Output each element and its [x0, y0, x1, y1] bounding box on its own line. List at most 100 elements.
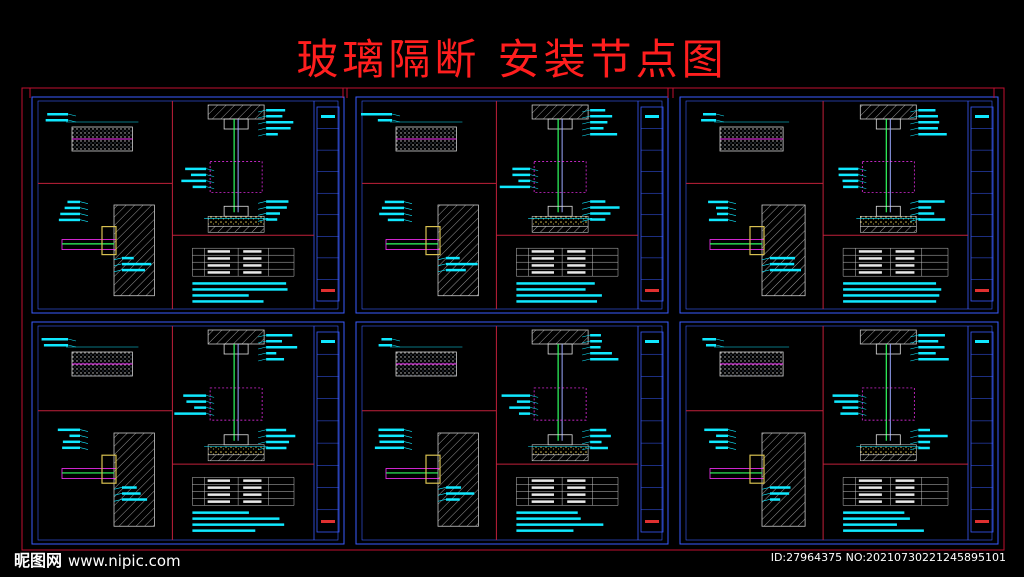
dimension-box — [209, 387, 263, 421]
note-line — [192, 511, 249, 514]
annotation-label — [715, 446, 728, 450]
annotation-label — [374, 446, 404, 450]
sheet-border — [679, 96, 999, 314]
annotation-label — [512, 167, 531, 171]
title-block-text — [645, 115, 659, 118]
table-cell — [567, 257, 586, 260]
sheet-border — [31, 96, 345, 314]
annotation-label — [590, 121, 608, 124]
annotation-label — [834, 400, 859, 403]
annotation-label — [918, 334, 945, 337]
leader-line — [727, 435, 737, 438]
annotation-label — [770, 486, 791, 489]
leader-line — [858, 395, 867, 398]
bottom-channel — [547, 434, 573, 446]
annotation-label — [381, 338, 392, 341]
annotation-label — [266, 218, 278, 221]
annotation-label — [840, 412, 859, 415]
annotation-label — [918, 440, 931, 444]
leader-line — [715, 113, 725, 117]
leader-line — [910, 218, 919, 222]
bottom-channel — [547, 205, 573, 217]
sheet-inner-border — [37, 100, 339, 310]
sheet-border — [355, 96, 669, 314]
leader-line — [727, 429, 737, 432]
annotation-label — [446, 262, 478, 266]
annotation-label — [266, 434, 296, 438]
floor-finish — [531, 215, 589, 227]
leader-line — [258, 200, 267, 204]
annotation-label — [708, 200, 728, 204]
leader-line — [258, 121, 267, 125]
annotation-label — [122, 492, 141, 495]
annotation-label — [843, 185, 859, 189]
annotation-label — [379, 212, 404, 216]
leader-line — [258, 340, 267, 344]
table-cell — [531, 271, 554, 274]
annotation-label — [190, 173, 207, 177]
leader-line — [258, 429, 267, 433]
table-cell — [895, 257, 915, 260]
dimension-box — [533, 387, 587, 421]
annotation-label — [590, 200, 606, 203]
leader-line — [206, 180, 215, 183]
leader-line — [761, 269, 771, 273]
note-line — [192, 282, 287, 285]
leader-line — [910, 352, 919, 356]
floor-slab — [531, 225, 589, 233]
leader-line — [391, 113, 401, 117]
leader-line — [530, 413, 539, 416]
leader-line — [437, 498, 447, 502]
leader-line — [910, 200, 919, 204]
leader-line — [403, 429, 413, 432]
annotation-label — [377, 119, 392, 122]
leader-line — [113, 492, 123, 496]
floor-finish — [531, 444, 589, 456]
wall-section — [437, 432, 479, 527]
annotation-label — [918, 121, 940, 124]
leader-line — [582, 429, 591, 433]
annotation-label — [518, 179, 531, 183]
annotation-label — [590, 440, 602, 444]
note-line — [516, 523, 604, 526]
leader-line — [582, 121, 591, 125]
frame-profile — [749, 226, 765, 256]
leader-line — [910, 346, 919, 350]
annotation-label — [590, 334, 601, 337]
floor-slab — [207, 454, 265, 462]
leader-line — [582, 127, 591, 131]
leader-line — [403, 219, 413, 222]
annotation-label — [918, 218, 946, 221]
leader-line — [67, 338, 77, 342]
note-line — [843, 529, 924, 532]
leader-line — [206, 174, 215, 177]
leader-line — [437, 269, 447, 273]
leader-line — [582, 200, 591, 204]
title-block — [640, 331, 664, 533]
leader-line — [910, 115, 919, 119]
annotation-label — [194, 406, 207, 409]
table-cell — [531, 264, 554, 267]
annotation-label — [832, 394, 859, 397]
dimension-box — [861, 387, 915, 421]
leader-line — [258, 447, 267, 451]
annotation-label — [918, 127, 938, 130]
title-block-stamp — [645, 289, 659, 292]
note-line — [192, 294, 249, 297]
leader-line — [582, 447, 591, 451]
note-line — [516, 294, 602, 297]
annotation-label — [266, 133, 278, 136]
floor-slab — [860, 454, 917, 462]
leader-line — [79, 219, 89, 222]
leader-line — [258, 441, 267, 445]
annotation-label — [918, 352, 936, 355]
annotation-label — [381, 206, 404, 210]
leader-line — [582, 346, 591, 350]
leader-line — [582, 206, 591, 210]
leader-line — [530, 168, 539, 171]
annotation-label — [918, 446, 930, 450]
leader-line — [79, 201, 89, 204]
leader-line — [79, 429, 89, 432]
annotation-label — [62, 446, 80, 450]
annotation-label — [918, 434, 948, 438]
